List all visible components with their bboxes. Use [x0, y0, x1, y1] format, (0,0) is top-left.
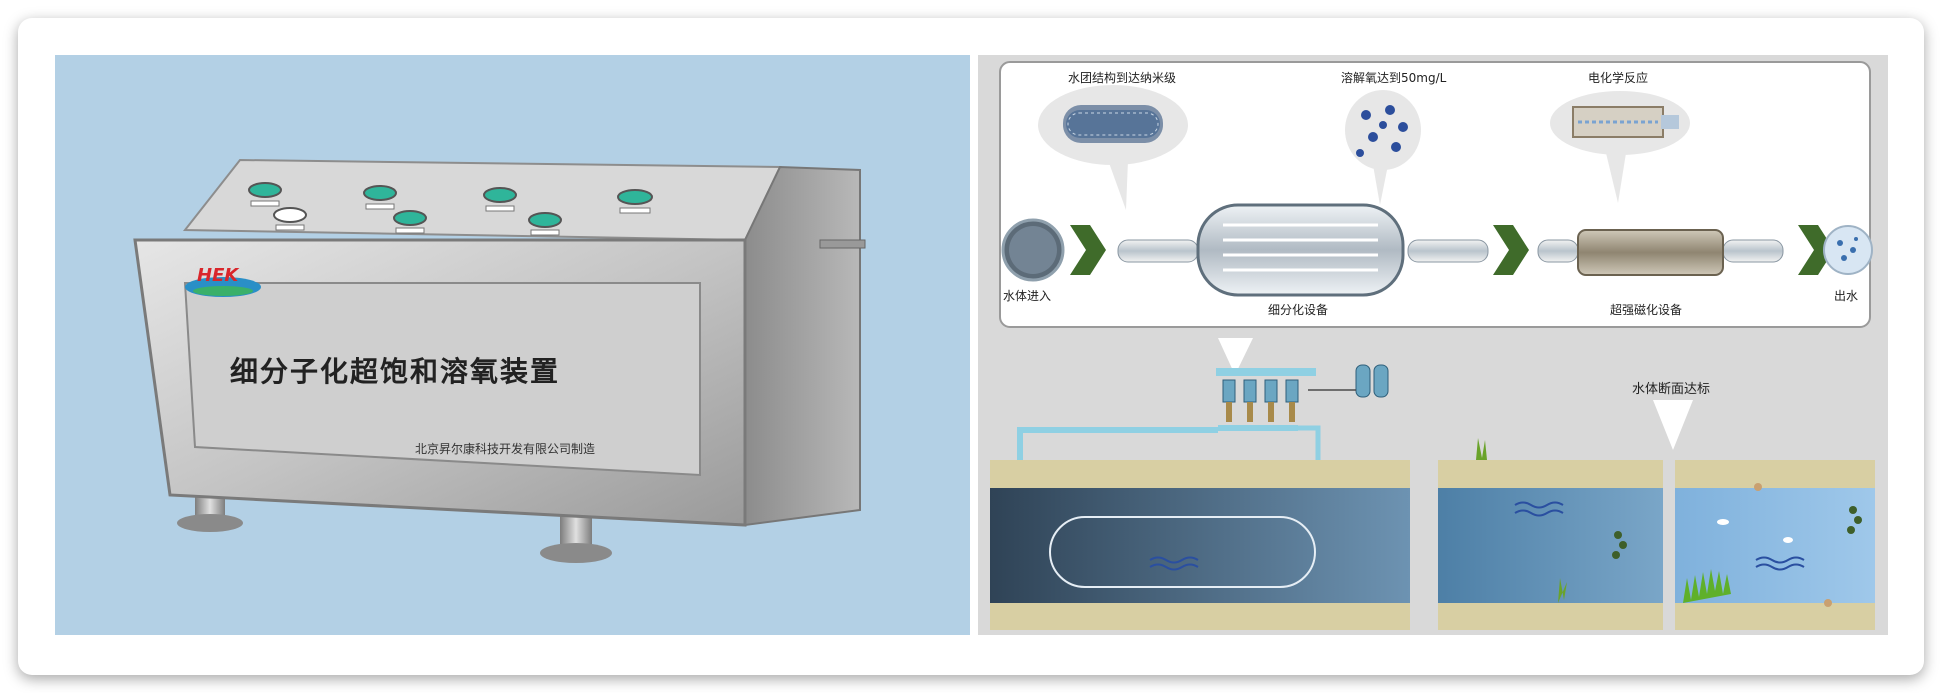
- device-top-panel: [182, 158, 782, 242]
- device-logo: HEK: [197, 265, 239, 286]
- inlet-label: 水体进入: [1003, 289, 1052, 303]
- water-scene-middle: [1438, 438, 1663, 630]
- callout-nano-label: 水团结构到达纳米级: [1068, 71, 1177, 85]
- water-scene-after: [1675, 460, 1875, 630]
- callout-oxygen-label: 溶解氧达到50mg/L: [1341, 71, 1447, 85]
- pointer-triangle: [1653, 400, 1693, 450]
- nanotube-icon: [1063, 105, 1163, 143]
- device1-label: 细分化设备: [1268, 303, 1329, 317]
- device-illustration: [133, 158, 866, 563]
- callout-electro-label: 电化学反应: [1588, 71, 1649, 85]
- callout-oxygen-bubble: [1345, 90, 1421, 170]
- outlet-label: 出水: [1834, 289, 1859, 303]
- device-side: [744, 165, 861, 527]
- standard-label: 水体断面达标: [1632, 382, 1711, 397]
- magnetization-device: [1577, 229, 1724, 276]
- device-title: 细分子化超饱和溶氧装置: [230, 355, 561, 388]
- refining-device: [1196, 203, 1405, 297]
- device-manufacturer: 北京昇尔康科技开发有限公司制造: [415, 442, 596, 456]
- indicator-lights: [248, 182, 653, 236]
- device-photo-panel: HEK 细分子化超饱和溶氧装置 北京昇尔康科技开发有限公司制造: [55, 55, 970, 635]
- device2-label: 超强磁化设备: [1610, 303, 1683, 317]
- arrow-right-icon: [1798, 225, 1834, 275]
- arrow-right-icon: [1070, 225, 1106, 275]
- pointer-triangle: [1218, 338, 1253, 375]
- outlet-icon: [1823, 225, 1873, 275]
- process-diagram: [990, 61, 1875, 630]
- process-diagram-panel: 水团结构到达纳米级 溶解氧达到50mg/L 电化学反应 水体进入 出水 细分化设…: [978, 55, 1888, 635]
- electro-cell-icon: [1572, 106, 1679, 138]
- water-scene-before: [990, 460, 1410, 630]
- oxygen-molecules-icon: [1356, 105, 1408, 157]
- arrow-right-icon: [1493, 225, 1529, 275]
